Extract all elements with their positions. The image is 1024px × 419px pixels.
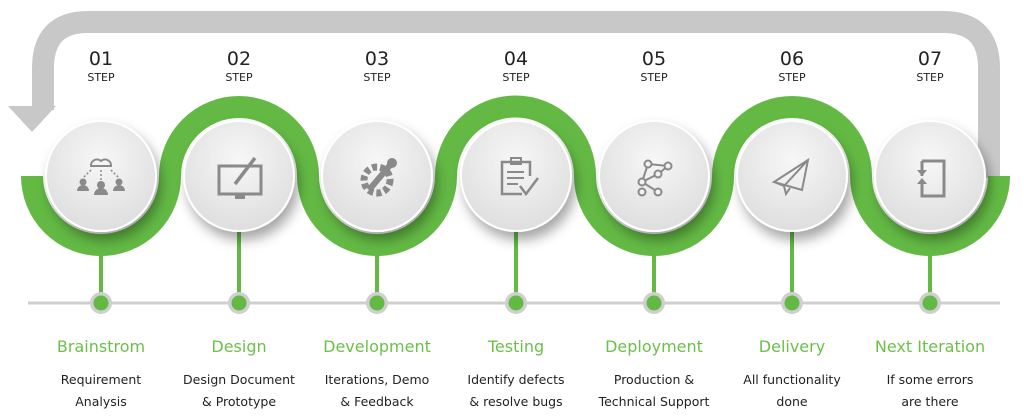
loop-back-arrow xyxy=(32,11,1000,178)
step-title: Design xyxy=(211,337,267,356)
timeline-dot xyxy=(231,295,247,311)
desc-line-1: Requirement xyxy=(60,372,142,387)
step-description: Production & Technical Support xyxy=(574,369,734,413)
desc-line-2: Technical Support xyxy=(598,394,710,409)
step-number: 03 xyxy=(364,48,390,70)
monitor-pen-icon xyxy=(217,156,263,199)
desc-line-1: Production & xyxy=(613,372,695,387)
step-label: STEP xyxy=(87,71,115,84)
paper-plane-icon xyxy=(771,157,810,197)
step-circle xyxy=(460,120,572,232)
timeline-dot xyxy=(922,295,938,311)
desc-line-2: done xyxy=(776,394,808,409)
step-title: Next Iteration xyxy=(874,337,986,356)
step-title: Brainstrom xyxy=(56,337,146,356)
step-title: Testing xyxy=(487,337,545,356)
timeline-dot xyxy=(508,295,524,311)
loop-arrow-icon xyxy=(917,159,946,198)
step-label: STEP xyxy=(502,71,530,84)
desc-line-2: Analysis xyxy=(75,394,127,409)
desc-line-2: & Prototype xyxy=(201,394,277,409)
step-description: Identify defects & resolve bugs xyxy=(436,369,596,413)
step-description: All functionality done xyxy=(712,369,872,413)
desc-line-1: If some errors xyxy=(886,372,974,387)
step-description: Design Document & Prototype xyxy=(159,369,319,413)
step-number: 01 xyxy=(88,48,114,70)
loop-arrow-head xyxy=(8,106,56,132)
step-title: Deployment xyxy=(605,337,703,356)
desc-line-1: Design Document xyxy=(183,372,295,387)
step-description: If some errors are there xyxy=(850,369,1010,413)
step-label: STEP xyxy=(778,71,806,84)
desc-line-2: & resolve bugs xyxy=(469,394,563,409)
timeline-dot xyxy=(646,295,662,311)
clipboard-check-icon xyxy=(500,157,539,197)
step-description: Iterations, Demo & Feedback xyxy=(297,369,457,413)
timeline-dot xyxy=(369,295,385,311)
step-number: 06 xyxy=(779,48,805,70)
timeline-dot xyxy=(784,295,800,311)
desc-line-1: All functionality xyxy=(743,372,841,387)
step-label: STEP xyxy=(640,71,668,84)
step-label: STEP xyxy=(363,71,391,84)
gear-wrench-icon xyxy=(360,158,397,197)
desc-line-1: Iterations, Demo xyxy=(324,372,430,387)
cloud-network-icon xyxy=(77,158,125,195)
node-path-icon xyxy=(637,159,673,197)
timeline-dot xyxy=(93,295,109,311)
desc-line-2: & Feedback xyxy=(340,394,414,409)
step-number: 07 xyxy=(917,48,943,70)
step-circle xyxy=(874,120,986,232)
desc-line-1: Identify defects xyxy=(467,372,565,387)
step-title: Development xyxy=(323,337,431,356)
step-label: STEP xyxy=(916,71,944,84)
step-number: 04 xyxy=(503,48,529,70)
desc-line-2: are there xyxy=(901,394,959,409)
step-title: Delivery xyxy=(758,337,826,356)
step-label: STEP xyxy=(225,71,253,84)
green-wave-path xyxy=(21,95,1010,256)
step-number: 05 xyxy=(641,48,667,70)
step-number: 02 xyxy=(226,48,252,70)
